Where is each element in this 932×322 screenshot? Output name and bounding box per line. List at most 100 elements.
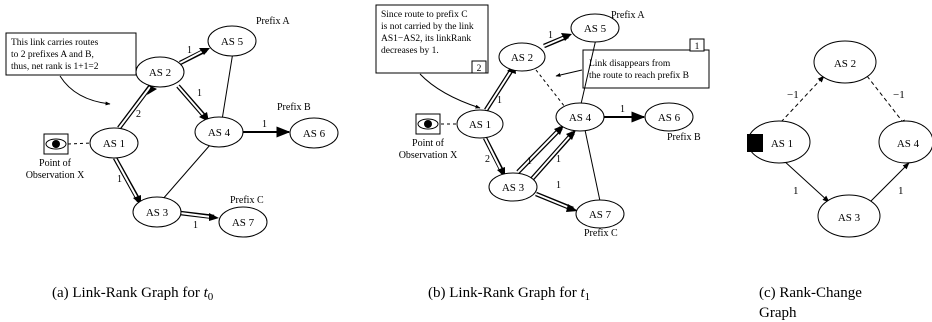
node-as4-label: AS 4 [208, 127, 231, 139]
annotation-left-line-4: decreases by 1. [381, 46, 439, 56]
caption-c-line-1: (c) Rank-Change [759, 285, 862, 301]
annotation-line-1: This link carries routes [11, 38, 99, 48]
edge-label-as1-as3: 1 [793, 185, 799, 197]
node-as2-label: AS 2 [511, 52, 533, 64]
panel-b-nodes: AS 1 AS 2 AS 5 AS 4 AS 6 AS 3 AS 7 [456, 13, 694, 229]
node-as3-label: AS 3 [146, 207, 169, 219]
node-as1 [456, 109, 504, 139]
prefix-b-label: Prefix B [667, 132, 701, 143]
edge-label-as2-as4: −1 [893, 89, 905, 101]
edge-label-as1-as3: 2 [485, 154, 490, 165]
node-as2-label: AS 2 [149, 67, 171, 79]
panel-b-annotation-right: Link disappears from the route to reach … [555, 38, 710, 89]
node-as2-label: AS 2 [834, 58, 856, 70]
edge-as4-as7 [584, 129, 601, 202]
node-as4-label: AS 4 [569, 112, 592, 124]
node-as4-label: AS 4 [897, 138, 920, 150]
edge-label-as4-as6: 1 [620, 104, 625, 115]
panel-c: AS 2 AS 1 AS 4 AS 3 −1 −1 1 1 (c) Rank-C… [747, 40, 932, 321]
caption-a: (a) Link-Rank Graph for t0 [52, 285, 214, 303]
panel-b: Since route to prefix C is not carried b… [375, 4, 710, 303]
panel-a-nodes: AS 1 AS 2 AS 5 AS 4 AS 6 AS 3 AS 7 [89, 25, 339, 238]
edge-label-as3-as4-left: 1 [527, 156, 532, 167]
annotation-left-arrow [419, 73, 481, 109]
observer-marker [747, 134, 763, 152]
observer-label-line-2: Observation X [26, 170, 85, 181]
panel-a-edges [67, 47, 291, 221]
node-as5-label: AS 5 [221, 36, 244, 48]
node-as3-label: AS 3 [838, 212, 861, 224]
edge-as1-as3 [782, 159, 830, 203]
annotation-right-line-2: the route to reach prefix B [589, 70, 689, 81]
node-as5-label: AS 5 [584, 23, 607, 35]
node-as3-label: AS 3 [502, 182, 525, 194]
node-as1-label: AS 1 [103, 138, 125, 150]
observer-label-line-1: Point of [412, 138, 445, 149]
edge-as5-as4 [580, 38, 597, 105]
node-as1 [89, 127, 139, 159]
node-as7-label: AS 7 [232, 217, 255, 229]
node-as6-label: AS 6 [658, 112, 681, 124]
node-as7 [218, 206, 268, 238]
annotation-line-2: to 2 prefixes A and B, [11, 49, 94, 60]
edge-as1-as2 [780, 75, 825, 123]
node-as3 [132, 196, 182, 228]
caption-b: (b) Link-Rank Graph for t1 [428, 285, 590, 303]
node-as7-label: AS 7 [589, 209, 612, 221]
annotation-right-arrow [555, 69, 583, 77]
edge-label-as4-as6: 1 [262, 119, 267, 130]
node-as4 [555, 102, 605, 132]
annotation-right-number: 1 [695, 42, 700, 52]
panel-a: This link carries routes to 2 prefixes A… [5, 16, 339, 303]
prefix-a-label: Prefix A [256, 16, 290, 27]
edge-label-as1-as2: 1 [497, 95, 502, 106]
edge-label-as3-as4: 1 [898, 185, 904, 197]
observer-label-line-2: Observation X [399, 150, 458, 161]
annotation-right-line-1: Link disappears from [589, 58, 671, 69]
edge-as5-as4 [221, 51, 234, 121]
annotation-left-line-2: is not carried by the link [381, 22, 474, 32]
edge-label-as2-as4: 1 [197, 88, 202, 99]
edge-as3-as4 [868, 162, 910, 204]
node-as4 [878, 120, 932, 164]
node-as2 [135, 56, 185, 88]
observer-label-line-1: Point of [39, 158, 72, 169]
node-as5 [570, 13, 620, 43]
edge-as2-as4-removed [535, 69, 566, 108]
node-as7 [575, 199, 625, 229]
node-as4 [194, 116, 244, 148]
annotation-left-number: 2 [477, 64, 482, 74]
caption-c-line-2: Graph [759, 305, 797, 321]
node-as1-label: AS 1 [771, 138, 793, 150]
edge-observer-as1 [67, 142, 92, 145]
edge-label-as3-as7: 1 [193, 220, 198, 231]
node-as6 [289, 117, 339, 149]
node-as1-label: AS 1 [469, 119, 491, 131]
node-as3 [488, 172, 538, 202]
node-as5 [207, 25, 257, 57]
annotation-pointer-arrow [59, 75, 111, 106]
edge-label-as3-as7: 1 [556, 180, 561, 191]
edge-label-as1-as3: 1 [117, 174, 122, 185]
prefix-c-label: Prefix C [584, 228, 618, 239]
node-as3 [817, 194, 881, 238]
edge-label-as2-as5: 1 [187, 45, 192, 56]
annotation-left-line-1: Since route to prefix C [381, 9, 468, 20]
eye-icon [415, 113, 441, 135]
edge-as3-as4 [161, 144, 211, 201]
annotation-left-line-3: AS1−AS2, its linkRank [381, 34, 471, 44]
edge-label-as3-as4-right: 1 [556, 154, 561, 165]
eye-icon [43, 133, 69, 155]
node-as6-label: AS 6 [303, 128, 326, 140]
panel-a-annotation: This link carries routes to 2 prefixes A… [5, 32, 137, 106]
node-as2 [813, 40, 877, 84]
annotation-line-3: thus, net rank is 1+1=2 [11, 62, 99, 72]
prefix-c-label: Prefix C [230, 195, 264, 206]
prefix-a-label: Prefix A [611, 10, 645, 21]
edge-label-as2-as5: 1 [548, 30, 553, 41]
prefix-b-label: Prefix B [277, 102, 311, 113]
edge-label-as1-as2: 2 [136, 109, 141, 120]
edge-as2-as4 [866, 75, 907, 127]
panel-b-annotation-left: Since route to prefix C is not carried b… [375, 4, 489, 109]
